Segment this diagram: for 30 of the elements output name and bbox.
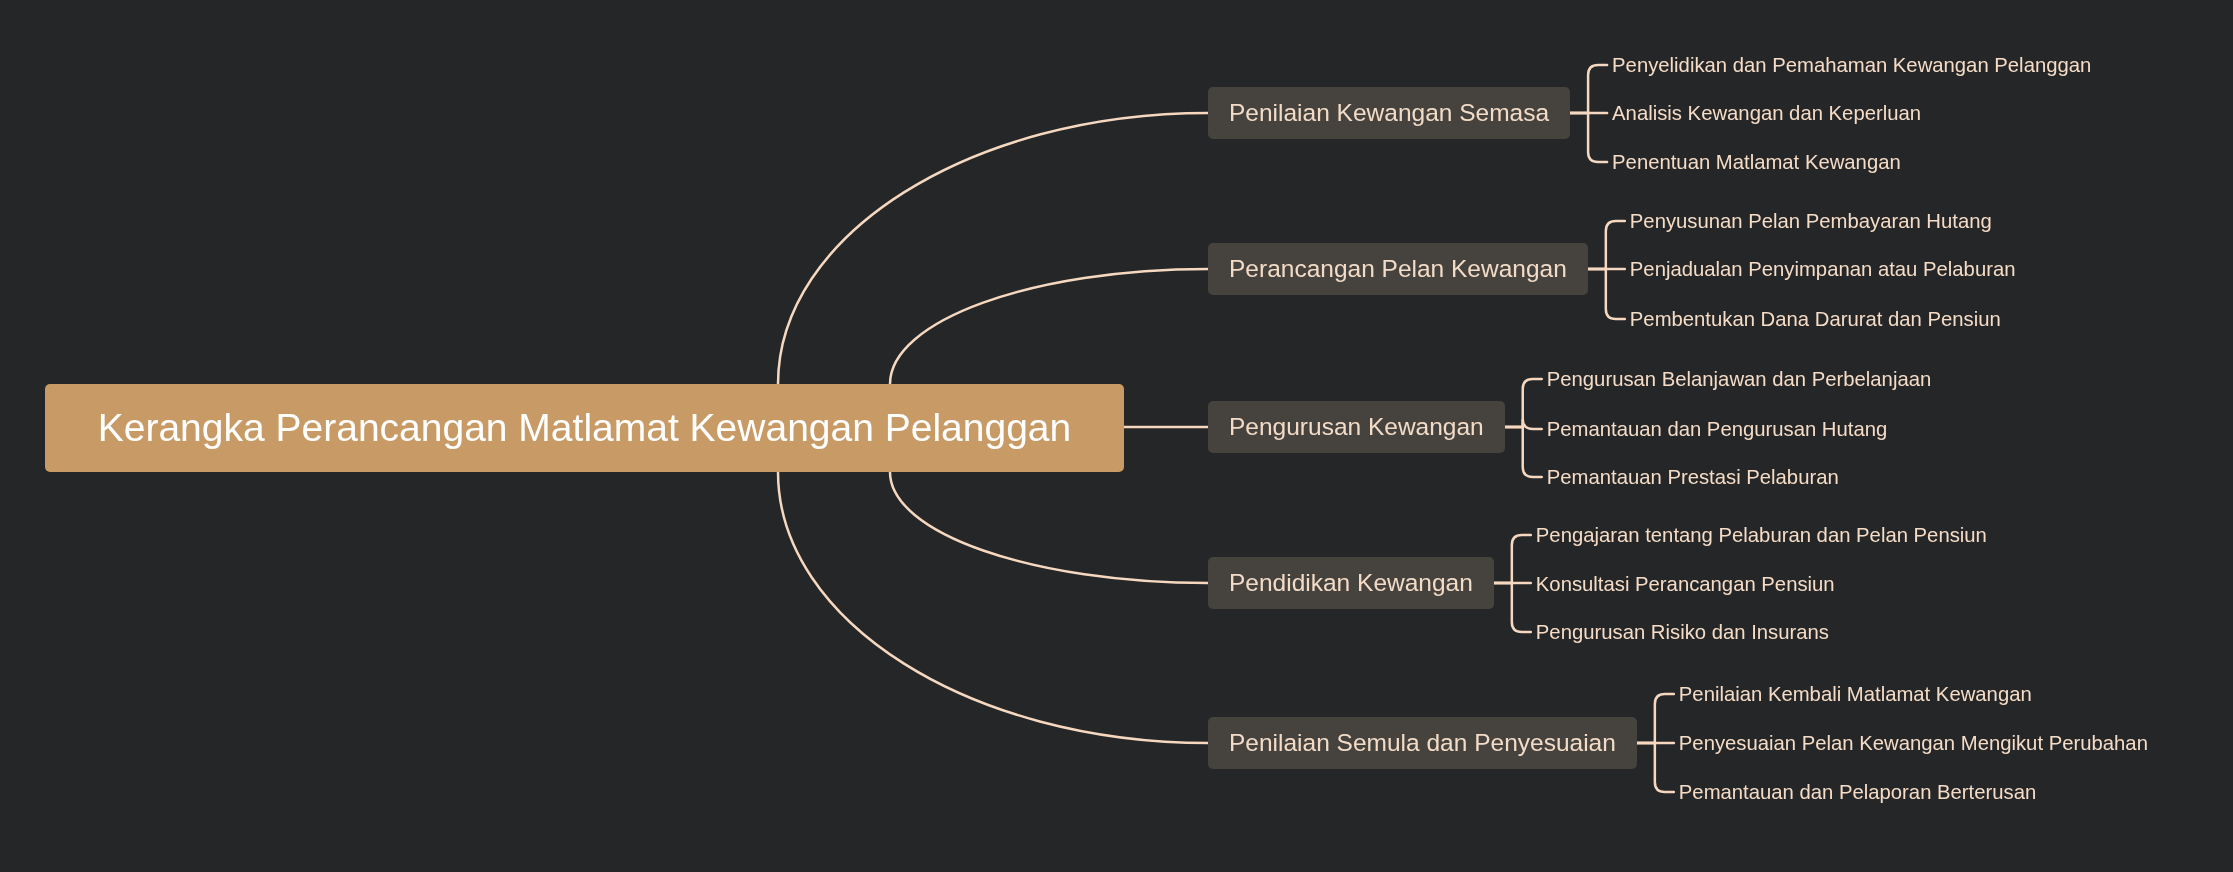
subtopic-text: Konsultasi Perancangan Pensiun	[1535, 571, 1835, 597]
topic-box: Pengurusan Kewangan	[1208, 401, 1505, 453]
branch-connector	[776, 470, 1210, 745]
branch-connector	[776, 111, 1210, 386]
subtopic-text: Pengurusan Risiko dan Insurans	[1535, 619, 1829, 645]
branch-connector	[1122, 425, 1210, 429]
subtopic-text: Penentuan Matlamat Kewangan	[1612, 149, 1901, 175]
bracket-connector	[1586, 267, 1627, 321]
topic-box: Perancangan Pelan Kewangan	[1208, 243, 1588, 295]
branch-connector	[888, 470, 1210, 585]
subtopic-text: Analisis Kewangan dan Keperluan	[1612, 100, 1922, 126]
bracket-connector	[1503, 425, 1543, 479]
subtopic-text: Pemantauan dan Pelaporan Berterusan	[1678, 779, 2037, 805]
subtopic-text: Pemantauan Prestasi Pelaburan	[1546, 464, 1839, 490]
bracket-connector	[1492, 581, 1533, 634]
subtopic-text: Penjadualan Penyimpanan atau Pelaburan	[1629, 256, 2016, 282]
subtopic-text: Penyusunan Pelan Pembayaran Hutang	[1629, 208, 1992, 234]
subtopic-text: Pemantauan dan Pengurusan Hutang	[1546, 416, 1888, 442]
central-topic-box: Kerangka Perancangan Matlamat Kewangan Pelanggan	[45, 384, 1124, 472]
topic-box: Penilaian Kewangan Semasa	[1208, 87, 1571, 139]
subtopic-text: Pengurusan Belanjawan dan Perbelanjaan	[1546, 366, 1932, 392]
topic-box: Penilaian Semula dan Penyesuaian	[1208, 717, 1637, 769]
subtopic-text: Penyesuaian Pelan Kewangan Mengikut Perubahan	[1678, 730, 2148, 756]
topic-box: Pendidikan Kewangan	[1208, 557, 1494, 609]
subtopic-text: Penyelidikan dan Pemahaman Kewangan Pelanggan	[1612, 52, 2092, 78]
bracket-connector	[1635, 741, 1676, 794]
subtopic-text: Penilaian Kembali Matlamat Kewangan	[1678, 681, 2032, 707]
subtopic-text: Pembentukan Dana Darurat dan Pensiun	[1629, 306, 2001, 332]
branch-connector	[888, 267, 1210, 386]
subtopic-text: Pengajaran tentang Pelaburan dan Pelan Pensiun	[1535, 522, 1987, 548]
